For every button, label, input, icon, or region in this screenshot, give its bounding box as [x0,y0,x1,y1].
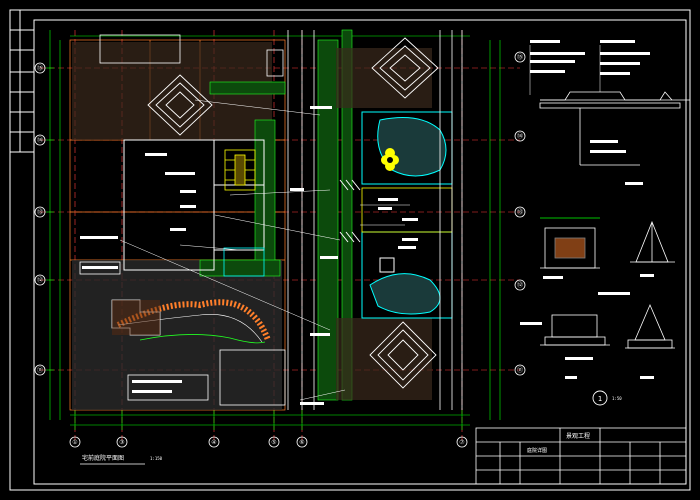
grid-bottom-label: ③ [119,439,124,446]
drawing-frame [9,9,691,491]
section-marker-scale: 1:50 [612,396,622,401]
diamond-feature-bottom-right [369,321,437,389]
grid-left-label: ⑮ [37,64,43,72]
right-garden-pavement [336,48,432,400]
detail-notes-top [530,40,650,185]
grid-left-label: ⑫ [37,276,43,284]
grid-bottom-label: ⑤ [271,439,276,446]
detail-labels [520,274,654,379]
detail-bench-section [540,314,610,346]
grid-bubbles-right [514,51,526,376]
grid-bottom-label: ① [72,439,77,446]
detail-pyramid-elevation [630,220,675,263]
pergola-slats [339,179,361,243]
grid-right-label: ⑪ [517,366,523,374]
grid-right-label: ⑬ [517,208,523,216]
title-block-project: 景观工程 [566,432,590,440]
grid-right-label: ⑭ [517,132,523,140]
grid-bottom-label: ④ [211,439,216,446]
plan-scale: 1:150 [150,456,163,461]
vertical-road [287,30,315,410]
pool-flower [381,148,399,171]
planter-top [99,34,181,64]
detail-pyramid-section [625,303,675,349]
grid-left-label: ⑭ [37,136,43,144]
grid-right-label: ⑮ [517,53,523,61]
plan-caption: 宅前庭院平面图 [82,454,124,462]
grid-right-label: ⑫ [517,281,523,289]
title-block [475,427,687,485]
section-marker-circle [592,390,608,406]
stair-feature [224,149,256,191]
grid-left-label: ⑬ [37,208,43,216]
leader-lines [119,99,410,401]
dimension-lines [46,30,501,430]
grid-left-label: ⑪ [37,366,43,374]
grid-bubbles-left [34,62,46,376]
section-marker-number: 1 [598,395,602,403]
grid-bubbles-bottom [69,436,468,448]
lower-left-planter [79,261,286,406]
grid-bottom-label: ⑦ [459,439,464,446]
detail-planter-elevation [540,217,600,269]
pool-left [223,247,265,277]
planter-small [266,49,284,77]
curved-paving-path [111,299,271,344]
diamond-feature-top-right [371,37,439,99]
detail-leaders-top [529,45,601,95]
detail-section-top [539,91,690,166]
planting-bands [199,29,353,401]
right-building-edge [439,30,463,410]
annotation-marks [80,106,418,405]
grid-bottom-label: ⑥ [299,439,304,446]
title-block-drawing: 庭院详图 [527,447,547,454]
diamond-feature-left [147,74,213,136]
